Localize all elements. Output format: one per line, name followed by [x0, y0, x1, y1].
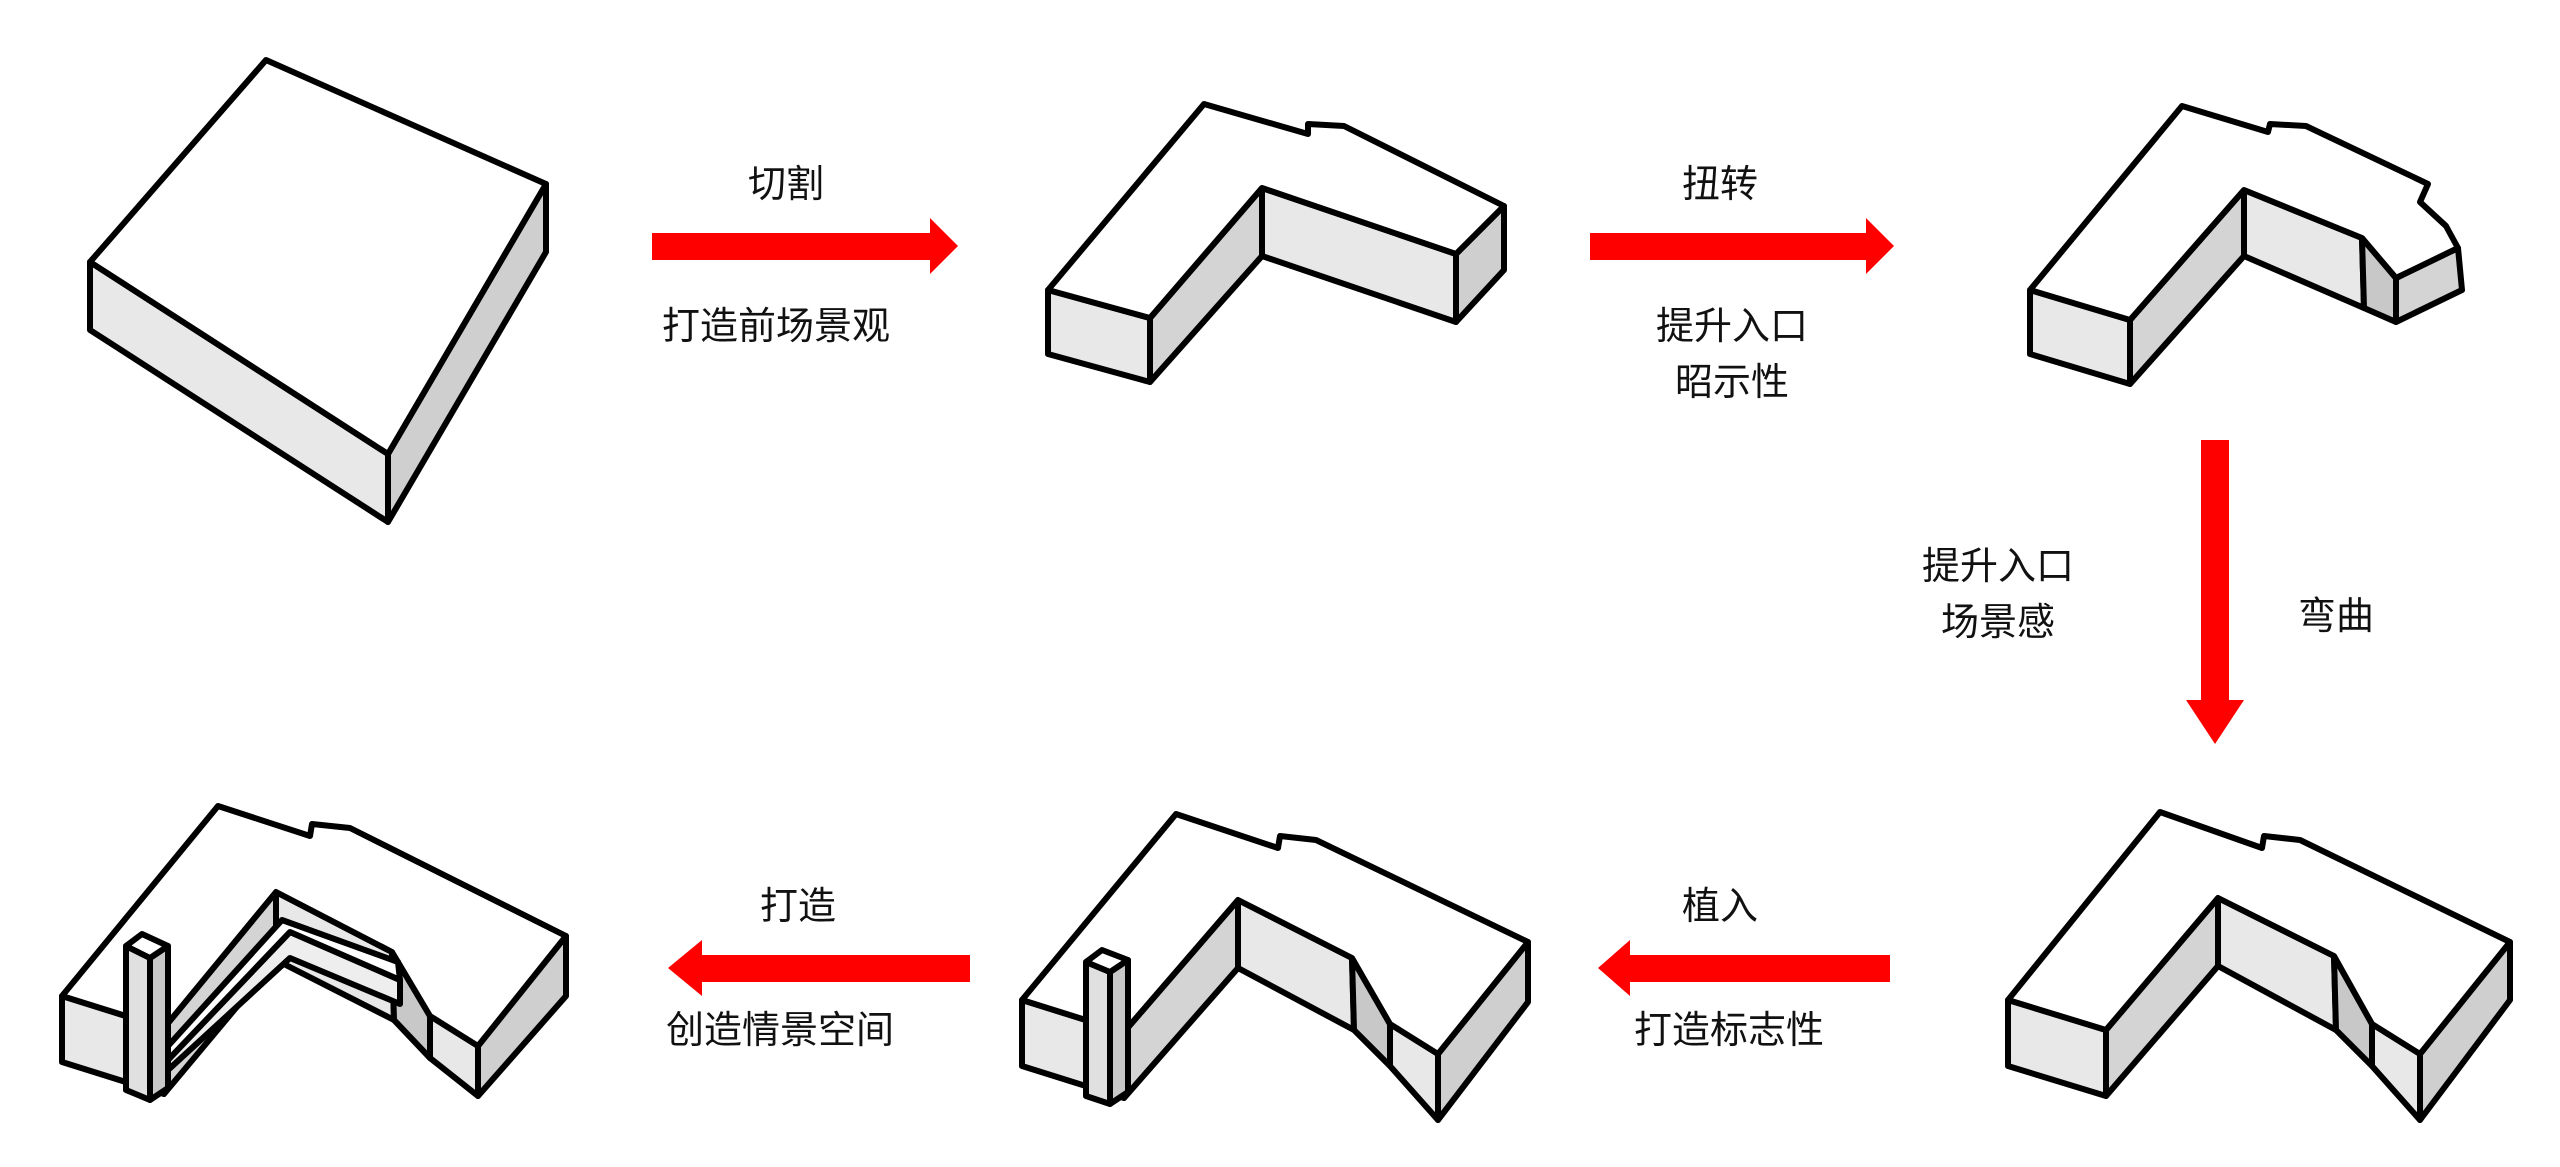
caption-twist-line1: 提升入口	[1656, 304, 1809, 348]
caption-insert: 打造标志性	[1634, 1008, 1825, 1052]
massing-block-3-twist	[2027, 103, 2465, 387]
caption-build: 创造情景空间	[666, 1008, 895, 1052]
massing-block-2-cut	[1045, 101, 1507, 385]
massing-block-5-insert	[1019, 811, 1531, 1123]
caption-bend-line1: 提升入口	[1922, 544, 2075, 588]
arrow-bend	[2186, 440, 2244, 744]
massing-block-4-bend	[2005, 809, 2513, 1123]
caption-bend: 提升入口 场景感	[1922, 538, 2074, 650]
massing-block-6-build	[59, 803, 569, 1103]
label-build: 打造	[760, 884, 837, 928]
label-bend: 弯曲	[2298, 594, 2375, 638]
arrow-insert	[1598, 940, 1890, 996]
arrow-build	[668, 940, 970, 996]
massing-block-1-slab	[87, 57, 549, 525]
arrow-cut	[652, 218, 958, 274]
label-cut: 切割	[748, 162, 825, 206]
label-insert: 植入	[1682, 884, 1759, 928]
caption-bend-line2: 场景感	[1941, 600, 2056, 644]
arrow-twist	[1590, 218, 1894, 274]
caption-twist: 提升入口 昭示性	[1656, 298, 1808, 410]
caption-cut: 打造前场景观	[662, 304, 891, 348]
label-twist: 扭转	[1682, 162, 1759, 206]
caption-twist-line2: 昭示性	[1675, 360, 1790, 404]
